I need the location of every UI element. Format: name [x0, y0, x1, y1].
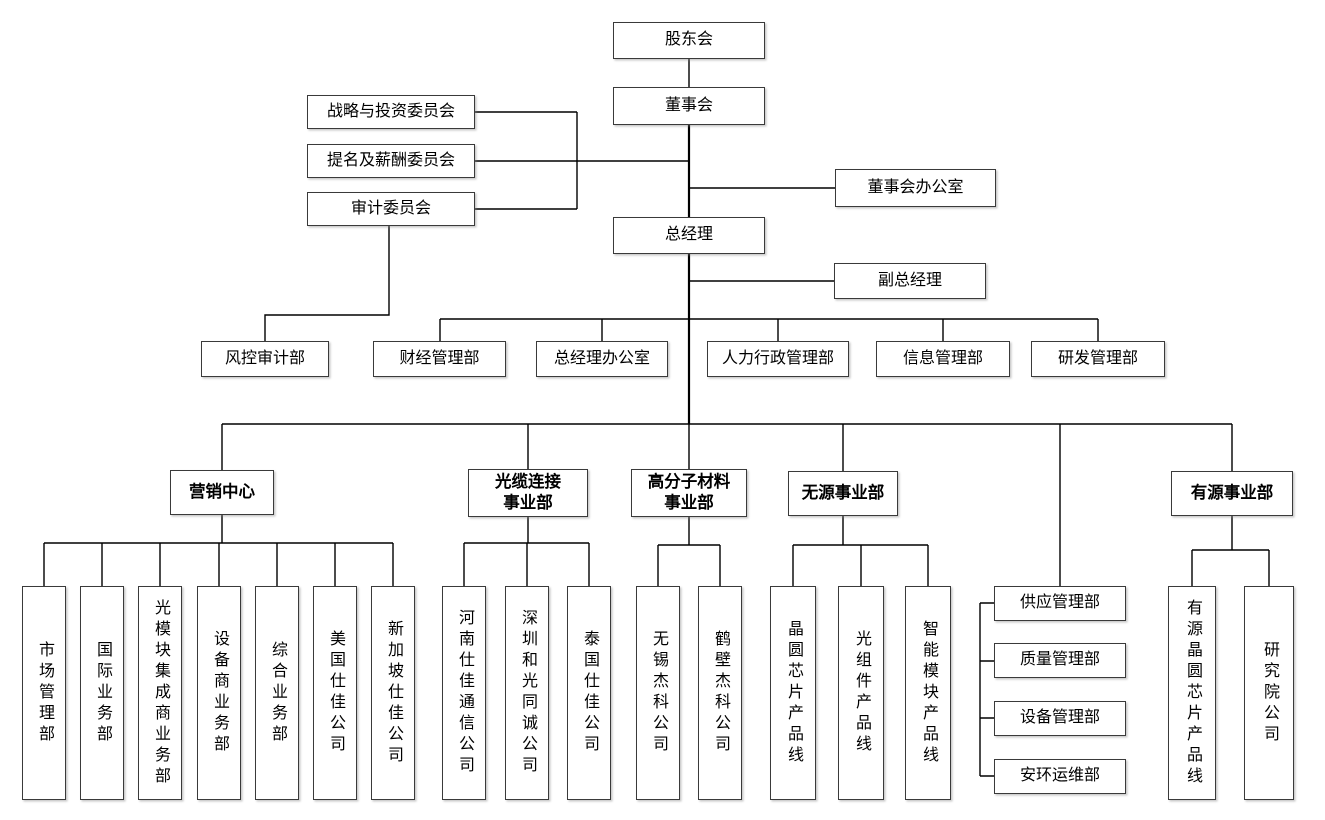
node-equipment-vendor-dept: 设备商业务部	[197, 586, 241, 800]
node-market-mgmt-dept: 市场管理部	[22, 586, 66, 800]
node-audit-committee: 审计委员会	[307, 192, 475, 226]
node-active-bu: 有源事业部	[1171, 471, 1293, 516]
node-board: 董事会	[613, 87, 765, 125]
node-shenzhen-heguang: 深圳和光同诚公司	[505, 586, 549, 800]
node-supply-dept: 供应管理部	[994, 586, 1126, 621]
node-optical-component-line: 光组件产品线	[838, 586, 884, 800]
node-hr-admin-dept: 人力行政管理部	[707, 341, 849, 377]
node-active-wafer-line: 有源晶圆芯片产品线	[1168, 586, 1216, 800]
node-intl-biz-dept: 国际业务部	[80, 586, 124, 800]
node-wuxi-jieke: 无锡杰科公司	[636, 586, 680, 800]
node-gm-office: 总经理办公室	[536, 341, 668, 377]
node-nomination-committee: 提名及薪酬委员会	[307, 144, 475, 178]
node-strategy-committee: 战略与投资委员会	[307, 95, 475, 129]
node-polymer-bu: 高分子材料 事业部	[631, 469, 747, 517]
node-thailand-shijia: 泰国仕佳公司	[567, 586, 611, 800]
node-ehs-ops-dept: 安环运维部	[994, 759, 1126, 794]
node-quality-dept: 质量管理部	[994, 643, 1126, 678]
node-marketing-center: 营销中心	[170, 470, 274, 515]
node-wafer-chip-line: 晶圆芯片产品线	[770, 586, 816, 800]
node-equipment-dept: 设备管理部	[994, 701, 1126, 736]
node-smart-module-line: 智能模块产品线	[905, 586, 951, 800]
node-board-office: 董事会办公室	[835, 169, 996, 207]
node-risk-audit-dept: 风控审计部	[201, 341, 329, 377]
node-singapore-shijia: 新加坡仕佳公司	[371, 586, 415, 800]
node-research-institute: 研究院公司	[1244, 586, 1294, 800]
node-general-biz-dept: 综合业务部	[255, 586, 299, 800]
node-us-shijia: 美国仕佳公司	[313, 586, 357, 800]
node-henan-shijia-comm: 河南仕佳通信公司	[442, 586, 486, 800]
node-rd-dept: 研发管理部	[1031, 341, 1165, 377]
node-finance-dept: 财经管理部	[373, 341, 506, 377]
node-shareholders: 股东会	[613, 22, 765, 59]
node-passive-bu: 无源事业部	[788, 471, 898, 516]
node-cable-bu: 光缆连接 事业部	[468, 469, 588, 517]
node-info-dept: 信息管理部	[876, 341, 1010, 377]
node-hebi-jieke: 鹤壁杰科公司	[698, 586, 742, 800]
node-optical-module-integrator-dept: 光模块集成商业务部	[138, 586, 182, 800]
node-general-manager: 总经理	[613, 217, 765, 254]
node-deputy-general-manager: 副总经理	[834, 263, 986, 299]
